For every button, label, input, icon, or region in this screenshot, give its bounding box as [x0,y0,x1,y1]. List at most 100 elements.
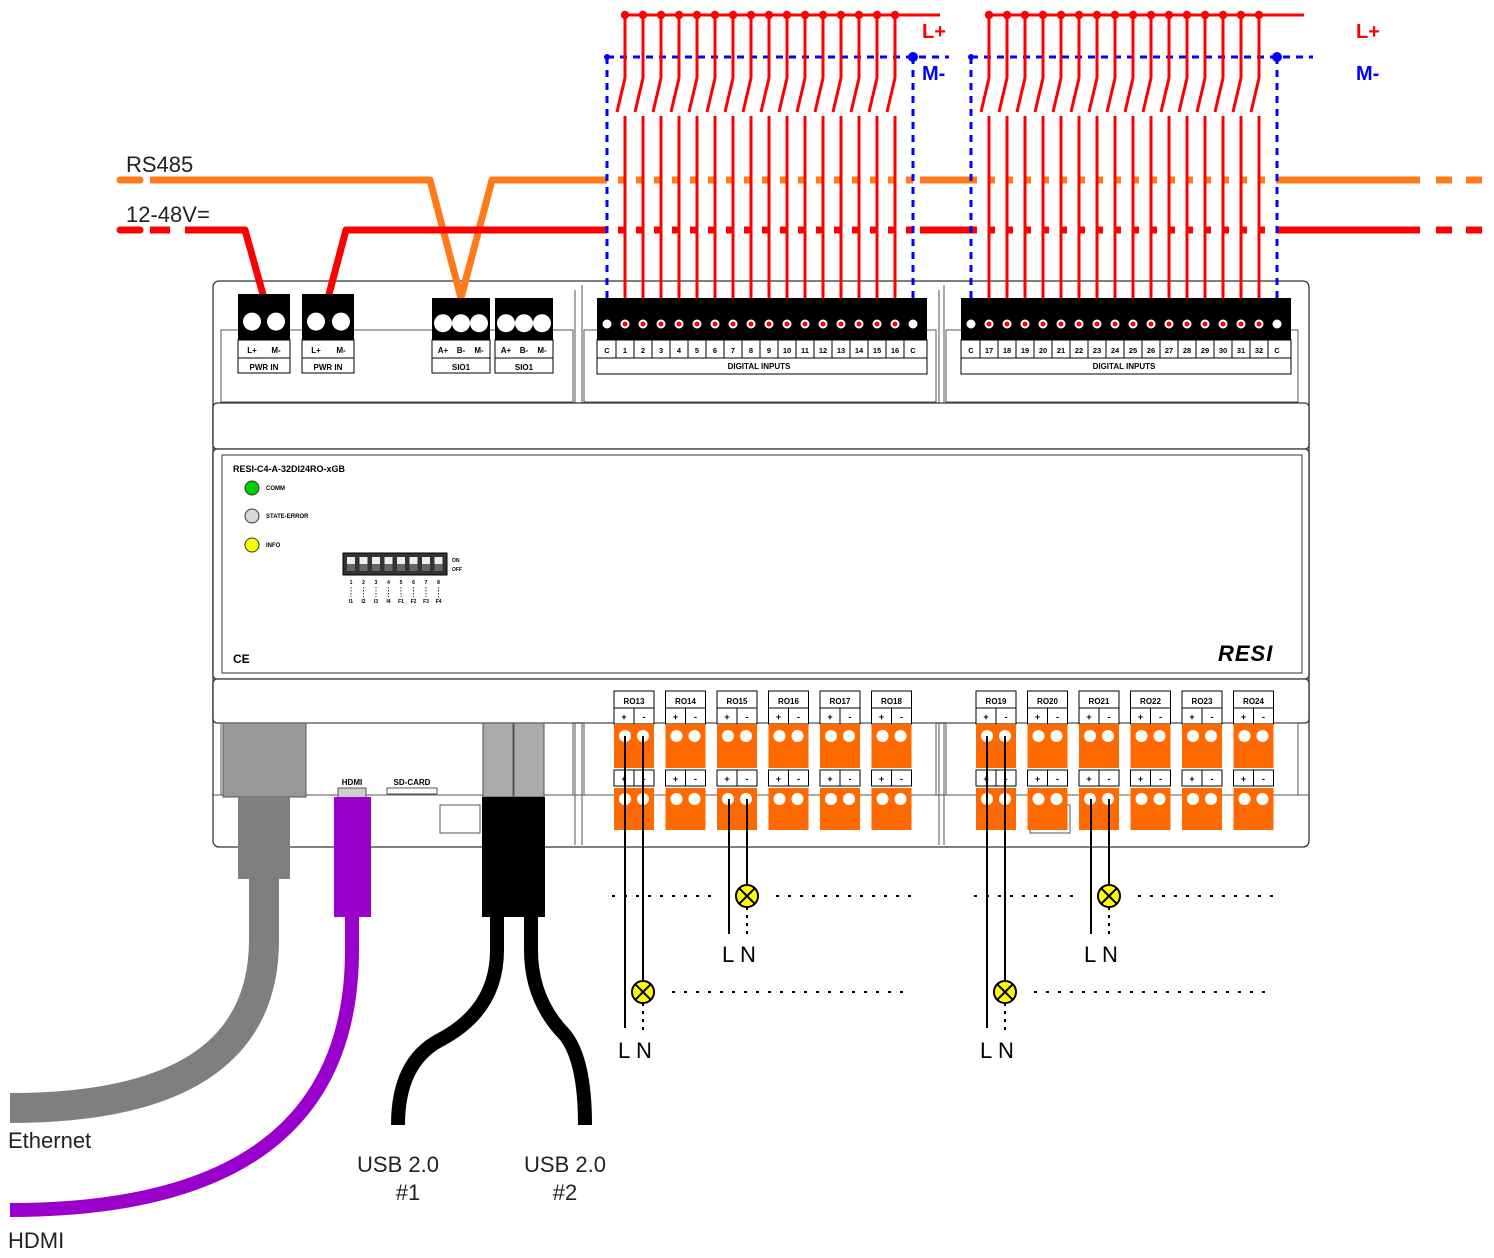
resi-logo: RESI [1218,641,1273,666]
sio1-terminal-2-screw [515,314,533,333]
sio1-terminal-1-screw [452,314,470,333]
relay-screw [825,730,837,742]
lamp-cross [1100,887,1118,905]
relay-terminal-lower [665,788,706,830]
relay-terminal-upper [1079,724,1119,768]
di-screw [907,318,919,330]
wire-end [730,321,736,327]
relay-screw [791,730,804,742]
relay-terminal-upper [768,724,809,768]
relay-minus: - [694,712,697,722]
di-pin-label: 1 [623,346,627,355]
di1-title: DIGITAL INPUTS [728,362,791,371]
relay-screw [1238,730,1251,742]
di-pin-label: 29 [1201,346,1209,355]
relay-ro13-label: RO13 [624,697,645,706]
hdmi-cable-label: HDMI [8,1228,64,1253]
relay-screw [773,793,786,805]
relay-screw [1238,793,1251,805]
relay-minus: - [1159,712,1162,722]
wire-end [658,321,664,327]
relay-minus: - [1005,712,1008,722]
switch-contact [1033,77,1045,113]
di-pin-label: C [604,346,610,355]
relay-ro19-label: RO19 [986,697,1007,706]
switch-contact [1195,77,1207,113]
supply-bus [324,226,600,299]
dip-number: 8 [437,580,440,586]
ethernet-port-icon [222,722,307,798]
switch-contact [633,77,645,113]
wire-end [1058,321,1064,327]
relay-screw [1032,793,1045,805]
di-pin-label: 21 [1057,346,1065,355]
relay-terminal-lower [1182,788,1222,830]
di-pin-label: 11 [801,346,809,355]
di-screw [965,318,977,330]
sio1-terminal-2-screw [533,314,551,333]
relay-plus: + [983,712,988,722]
wire-end [748,321,754,327]
relay-terminal-upper [976,724,1016,768]
load-n-3: N [998,1038,1014,1063]
dip-lever [384,557,393,564]
relay-screw [1032,730,1045,742]
relay-screw [825,793,837,805]
wire-end [1202,321,1208,327]
lplus-label-2: L+ [1356,21,1380,43]
relay-screw [688,793,701,805]
relay-ro23-label: RO23 [1192,697,1213,706]
dip-lever [409,557,418,564]
relay-plus: + [1138,712,1143,722]
relay-screw [843,730,855,742]
sio2-p3: M- [537,346,547,355]
lamp-cross [996,983,1014,1001]
wire-end [1076,321,1082,327]
relay-screw [894,730,907,742]
relay-terminal-upper [1027,724,1068,768]
di-pin-label: 5 [695,346,699,355]
relay-screw [894,793,907,805]
sio1-p2: B- [457,346,466,355]
relay-minus: - [797,774,800,784]
relay-screw [843,793,855,805]
relay-terminal-upper [871,724,912,768]
relay-minus: - [1262,712,1265,722]
di-terminal-1 [597,298,927,340]
di-pin-label: C [968,346,974,355]
wire-end [1256,321,1262,327]
usb1-label-line2: #1 [396,1180,420,1205]
front-band-top [212,402,1310,450]
di-pin-label: 16 [891,346,899,355]
load-n-2: N [740,942,756,967]
switch-contact [1087,77,1099,113]
usb-cable-2 [524,917,592,1126]
load-l-2: L [722,942,734,967]
relay-ro21-label: RO21 [1089,697,1110,706]
dip-lever [422,557,430,564]
switch-contact [831,77,843,113]
relay-terminal-upper [717,724,757,768]
switch-contact [1159,77,1171,113]
load-l-1: L [618,1038,630,1063]
relay-minus: - [849,774,852,784]
di-pin-label: 2 [641,346,645,355]
switch-contact [687,77,699,113]
di-pin-label: 9 [767,346,771,355]
switch-contact [705,77,717,113]
dip-function: I2 [361,599,365,605]
dip-function: I1 [349,599,353,605]
usb2-label-line1: USB 2.0 [524,1152,606,1177]
led-info-label: INFO [266,543,281,549]
wire-end [1184,321,1190,327]
ethernet-cable [9,879,279,1123]
di-pin-label: 26 [1147,346,1155,355]
sio1-p3: M- [474,346,484,355]
relay-minus: - [1056,774,1059,784]
wire-end [622,321,628,327]
relay-minus: - [1108,774,1111,784]
switch-contact [723,77,735,113]
mminus-label-1: M- [922,63,945,85]
front-panel-inner [221,454,1303,674]
